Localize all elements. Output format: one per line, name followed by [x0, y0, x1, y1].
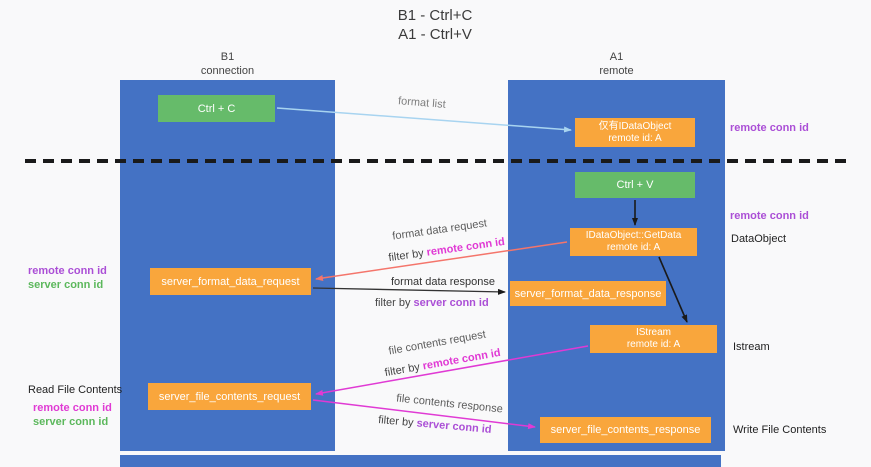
- format-request-box: server_format_data_request: [150, 268, 311, 295]
- format-data-request-label: format data request: [391, 217, 488, 243]
- file-response-label: server_file_contents_response: [550, 424, 701, 436]
- file-request-label: server_file_contents_request: [158, 390, 301, 403]
- idataobject-box: 仅有IDataObject remote id: A: [575, 118, 695, 147]
- filter-file-response-label: filter by server conn id: [378, 414, 492, 436]
- title-line-1: B1 - Ctrl+C: [397, 7, 473, 24]
- remote-conn-id-label-left-format: remote conn id: [28, 265, 107, 277]
- istream-side-label: Istream: [733, 341, 770, 353]
- diagram-title: B1 - Ctrl+C A1 - Ctrl+V: [310, 6, 560, 44]
- format-response-label: server_format_data_response: [514, 287, 662, 300]
- idataobject-line1: 仅有IDataObject: [598, 120, 672, 132]
- getdata-line2: remote id: A: [606, 242, 661, 253]
- ctrl-v-label: Ctrl + V: [616, 179, 654, 191]
- idataobject-line2: remote id: A: [608, 132, 662, 144]
- lane-b1-title: B1: [220, 51, 235, 63]
- title-line-2: A1 - Ctrl+V: [398, 26, 472, 43]
- read-file-contents-label: Read File Contents: [28, 384, 123, 396]
- server-conn-id-label-left-file: server conn id: [33, 416, 109, 428]
- format-response-box: server_format_data_response: [510, 281, 666, 306]
- remote-conn-id-label-left-file: remote conn id: [33, 402, 112, 414]
- istream-box: IStream remote id: A: [590, 325, 717, 353]
- remote-conn-id-label-mid-right: remote conn id: [730, 210, 809, 222]
- lane-a1-subtitle: remote: [599, 65, 634, 77]
- lane-a1-title: A1: [609, 51, 624, 63]
- remote-conn-id-inline: remote conn id: [421, 346, 502, 373]
- file-response-box: server_file_contents_response: [540, 417, 711, 443]
- filter-by-text: filter by: [375, 297, 414, 309]
- lane-header-a1: A1 remote: [508, 50, 725, 78]
- server-conn-id-inline: server conn id: [416, 417, 493, 436]
- ctrl-c-box: Ctrl + C: [158, 95, 275, 122]
- remote-conn-id-label-top-right: remote conn id: [730, 122, 809, 134]
- file-contents-response-label: file contents response: [395, 392, 504, 416]
- format-data-response-label: format data response: [391, 276, 495, 288]
- filter-by-text: filter by: [387, 246, 428, 265]
- server-conn-id-label-left-format: server conn id: [28, 279, 104, 291]
- filter-by-text: filter by: [377, 414, 418, 430]
- format-data-response-arrow: [312, 287, 506, 295]
- file-request-box: server_file_contents_request: [148, 383, 311, 410]
- remote-conn-id-inline: remote conn id: [425, 235, 506, 259]
- format-list-label: format list: [397, 95, 447, 111]
- server-conn-id-inline: server conn id: [413, 297, 489, 309]
- getdata-line1: IDataObject::GetData: [585, 230, 682, 241]
- format-request-label: server_format_data_request: [161, 275, 300, 288]
- dataobject-side-label: DataObject: [731, 233, 787, 245]
- write-file-contents-label: Write File Contents: [733, 424, 827, 436]
- ctrl-v-box: Ctrl + V: [575, 172, 695, 198]
- getdata-box: IDataObject::GetData remote id: A: [570, 228, 697, 256]
- filter-by-text: filter by: [383, 360, 424, 380]
- istream-line1: IStream: [635, 327, 671, 338]
- bottom-bar: [120, 455, 721, 467]
- lane-b1-subtitle: connection: [200, 65, 255, 77]
- lane-header-b1: B1 connection: [120, 50, 335, 78]
- filter-format-response-label: filter by server conn id: [375, 297, 489, 309]
- istream-line2: remote id: A: [626, 339, 681, 350]
- ctrl-c-label: Ctrl + C: [197, 102, 236, 115]
